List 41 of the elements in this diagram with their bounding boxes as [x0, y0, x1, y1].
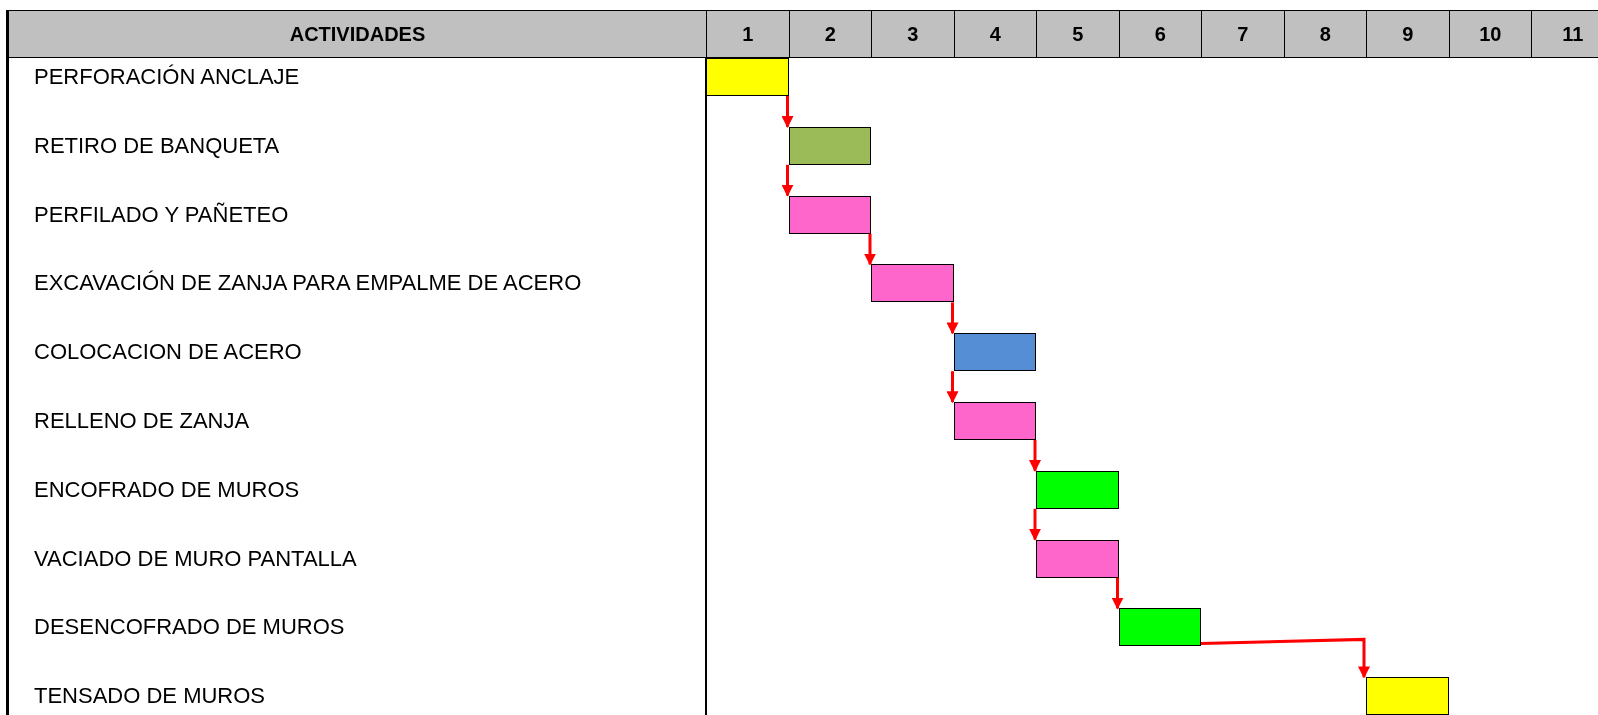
- dependency-arrow: [781, 164, 794, 197]
- gantt-bar: [1366, 677, 1449, 715]
- column-header: 10: [1448, 10, 1532, 58]
- dependency-arrow: [946, 371, 959, 404]
- dependency-arrow: [1029, 508, 1041, 541]
- gantt-bar: [871, 264, 954, 303]
- gantt-bar: [788, 195, 871, 234]
- activity-label: EXCAVACIÓN DE ZANJA PARA EMPALME DE ACERO: [34, 271, 582, 296]
- column-header: 7: [1201, 10, 1285, 58]
- activity-label: RETIRO DE BANQUETA: [34, 133, 280, 158]
- dependency-arrow: [781, 96, 794, 128]
- activity-label: VACIADO DE MURO PANTALLA: [34, 546, 357, 571]
- dependency-arrow: [864, 233, 876, 266]
- dependency-arrow: [1200, 637, 1370, 679]
- gantt-bar: [953, 402, 1036, 440]
- activity-label: TENSADO DE MUROS: [34, 684, 266, 709]
- activity-label: PERFORACIÓN ANCLAJE: [34, 65, 300, 89]
- gantt-bar: [1036, 470, 1119, 509]
- dependency-arrow: [1029, 440, 1041, 472]
- column-header: 11: [1531, 10, 1598, 58]
- column-header: 5: [1036, 10, 1120, 58]
- gantt-bar: [953, 333, 1036, 372]
- gantt-bar: [706, 58, 789, 96]
- column-header: 8: [1283, 10, 1367, 58]
- dependency-arrow: [1111, 577, 1124, 610]
- gantt-bar: [1036, 539, 1119, 578]
- dependency-arrow: [946, 302, 959, 335]
- activity-label: COLOCACION DE ACERO: [34, 340, 302, 365]
- column-header: 3: [871, 10, 955, 58]
- column-header: ACTIVIDADES: [8, 10, 707, 58]
- gantt-bar: [1118, 608, 1201, 647]
- column-header: 9: [1366, 10, 1450, 58]
- activity-label: DESENCOFRADO DE MUROS: [34, 615, 345, 640]
- column-header: 1: [706, 10, 790, 58]
- gantt-bar: [788, 126, 871, 165]
- column-header: 4: [953, 10, 1037, 58]
- column-header: 6: [1118, 10, 1202, 58]
- column-header: 2: [788, 10, 872, 58]
- activity-label: RELLENO DE ZANJA: [34, 409, 250, 433]
- activity-label: ENCOFRADO DE MUROS: [34, 477, 300, 502]
- activity-label: PERFILADO Y PAÑETEO: [34, 202, 289, 227]
